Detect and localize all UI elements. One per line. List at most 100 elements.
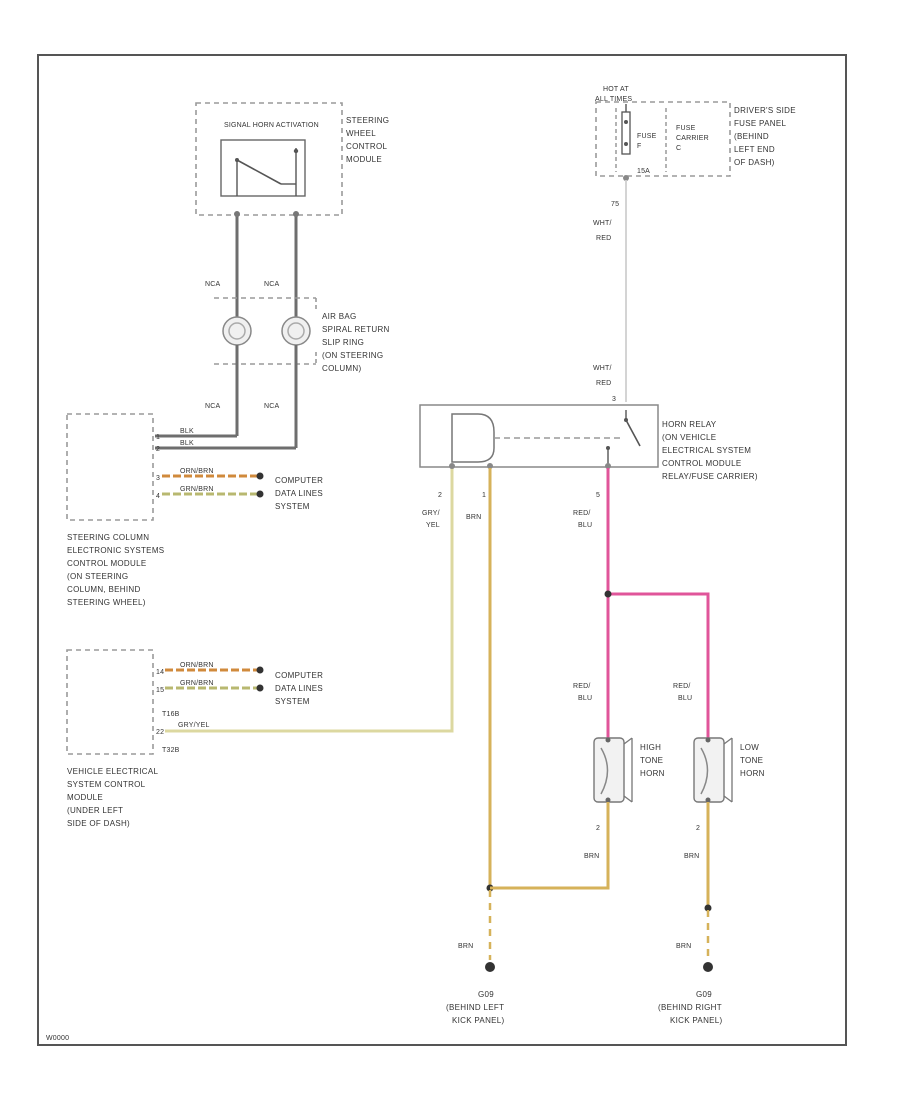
fuse-carrier-label: FUSE CARRIER C [676, 125, 709, 152]
svg-text:DATA LINES: DATA LINES [275, 489, 323, 498]
ground-right-id: G09 [696, 990, 712, 999]
svg-text:VEHICLE ELECTRICAL: VEHICLE ELECTRICAL [67, 767, 158, 776]
footer-code: W0000 [46, 1035, 69, 1042]
svg-text:HIGH: HIGH [640, 743, 661, 752]
svg-text:CONTROL: CONTROL [346, 142, 387, 151]
relay-contact [625, 419, 641, 447]
fuse-terminal: 75 [611, 201, 619, 208]
svg-text:RELAY/FUSE CARRIER): RELAY/FUSE CARRIER) [662, 472, 758, 481]
high-horn-desc: HIGH TONE HORN [640, 743, 664, 778]
steering-wheel-module-desc: STEERING WHEEL CONTROL MODULE [346, 116, 389, 164]
svg-text:(ON STEERING: (ON STEERING [322, 351, 383, 360]
high-tone-horn: HIGH TONE HORN [593, 737, 664, 803]
svg-text:AIR BAG: AIR BAG [322, 312, 357, 321]
svg-text:TONE: TONE [740, 756, 763, 765]
horn-relay-desc: HORN RELAY (ON VEHICLE ELECTRICAL SYSTEM… [662, 420, 758, 481]
svg-text:CONTROL MODULE: CONTROL MODULE [67, 559, 146, 568]
vesm-desc: VEHICLE ELECTRICAL SYSTEM CONTROL MODULE… [67, 767, 158, 828]
svg-text:WHT/: WHT/ [593, 220, 612, 227]
horn-ground-wires: 2 2 BRN BRN BRN BRN [458, 802, 712, 960]
fuse-rating: 15A [637, 168, 650, 175]
svg-text:KICK PANEL): KICK PANEL) [670, 1016, 723, 1025]
wire-label-red-blu-high: RED/ BLU [573, 683, 592, 702]
vesm-box [66, 649, 154, 755]
svg-text:MODULE: MODULE [67, 793, 103, 802]
svg-text:DATA LINES: DATA LINES [275, 684, 323, 693]
horn-switch-box [220, 139, 306, 197]
horn-switch: SIGNAL HORN ACTIVATION STEERING WHEEL CO… [195, 102, 389, 216]
svg-text:LOW: LOW [740, 743, 759, 752]
wire-red-blu: RED/ BLU RED/ BLU [573, 468, 710, 738]
steering-wheel-module-box [195, 102, 343, 216]
wire-label-brn-high: BRN [584, 853, 599, 860]
svg-text:FUSE: FUSE [676, 125, 696, 132]
high-horn-pin: 2 [596, 825, 600, 832]
wire-wht-red: WHT/ RED WHT/ RED 3 [593, 180, 627, 403]
svg-text:HOT AT: HOT AT [603, 86, 629, 93]
svg-text:YEL: YEL [426, 522, 440, 529]
vesm-pin-15: 15 [156, 687, 164, 694]
svg-text:C: C [676, 145, 681, 152]
svg-text:RED/: RED/ [573, 683, 591, 690]
relay-pin-2: 2 [438, 492, 442, 499]
svg-text:WHT/: WHT/ [593, 365, 612, 372]
svg-text:GRY/: GRY/ [422, 510, 440, 517]
svg-text:(UNDER LEFT: (UNDER LEFT [67, 806, 123, 815]
clock-spring-to-scm-wires: NCA NCA BLK BLK [155, 345, 298, 450]
svg-text:(BEHIND: (BEHIND [734, 132, 769, 141]
steering-column-module: 1 2 3 4 ORN/BRN GRN/BRN COMPUTER DATA LI… [66, 413, 323, 607]
svg-text:STEERING WHEEL): STEERING WHEEL) [67, 598, 146, 607]
svg-text:FUSE PANEL: FUSE PANEL [734, 119, 786, 128]
svg-text:RED/: RED/ [573, 510, 591, 517]
scm-data-lines-label: COMPUTER DATA LINES SYSTEM [275, 476, 323, 511]
wire-label-nca-1: NCA [205, 281, 221, 288]
svg-text:TONE: TONE [640, 756, 663, 765]
svg-text:ELECTRICAL SYSTEM: ELECTRICAL SYSTEM [662, 446, 751, 455]
fuse-panel-desc: DRIVER'S SIDE FUSE PANEL (BEHIND LEFT EN… [734, 106, 796, 167]
switch-wires: NCA NCA [205, 211, 299, 318]
wire-gry-yel [165, 466, 454, 733]
horn-switch-label: SIGNAL HORN ACTIVATION [224, 122, 319, 129]
svg-text:CARRIER: CARRIER [676, 135, 709, 142]
svg-text:COLUMN, BEHIND: COLUMN, BEHIND [67, 585, 141, 594]
svg-text:DRIVER'S SIDE: DRIVER'S SIDE [734, 106, 796, 115]
svg-text:MODULE: MODULE [346, 155, 382, 164]
low-horn-desc: LOW TONE HORN [740, 743, 764, 778]
svg-text:OF DASH): OF DASH) [734, 158, 775, 167]
fuse-sub: F [637, 143, 641, 150]
scm-pin-2: 2 [156, 446, 160, 453]
relay-pin-3: 3 [612, 396, 616, 403]
ground-right: G09 (BEHIND RIGHT KICK PANEL) [658, 962, 723, 1025]
relay-pin-1: 1 [482, 492, 486, 499]
scm-pin-1: 1 [156, 434, 160, 441]
svg-text:SLIP RING: SLIP RING [322, 338, 364, 347]
svg-text:STEERING: STEERING [346, 116, 389, 125]
scm-pin-4: 4 [156, 493, 160, 500]
svg-text:SYSTEM: SYSTEM [275, 697, 310, 706]
svg-text:COMPUTER: COMPUTER [275, 476, 323, 485]
wire-label-brn-low: BRN [684, 853, 699, 860]
clock-spring-coil-left [222, 316, 252, 346]
clock-spring-desc: AIR BAG SPIRAL RETURN SLIP RING (ON STEE… [322, 312, 390, 373]
svg-text:WHEEL: WHEEL [346, 129, 376, 138]
wire-brn-relay [486, 468, 494, 892]
svg-text:BLU: BLU [578, 522, 592, 529]
svg-text:SPIRAL RETURN: SPIRAL RETURN [322, 325, 390, 334]
svg-text:(BEHIND RIGHT: (BEHIND RIGHT [658, 1003, 722, 1012]
wire-label-gry-yel: GRY/ YEL [422, 510, 440, 529]
svg-text:COMPUTER: COMPUTER [275, 671, 323, 680]
svg-text:(ON STEERING: (ON STEERING [67, 572, 128, 581]
fuse-panel-box [595, 101, 731, 177]
ground-left-id: G09 [478, 990, 494, 999]
svg-text:STEERING COLUMN: STEERING COLUMN [67, 533, 149, 542]
horn-relay: HORN RELAY (ON VEHICLE ELECTRICAL SYSTEM… [419, 404, 758, 529]
wire-label-brn-ground-right: BRN [676, 943, 691, 950]
wire-label-blk-1: BLK [180, 428, 194, 435]
svg-text:SIDE OF DASH): SIDE OF DASH) [67, 819, 130, 828]
vehicle-electrical-module: 14 15 T16B 22 T32B ORN/BRN GRN/BRN COMPU… [66, 649, 323, 828]
wire-label-nca-2: NCA [264, 281, 280, 288]
fuse-label: FUSE [637, 133, 657, 140]
svg-text:BLU: BLU [678, 695, 692, 702]
wire-label-brn-relay: BRN [466, 514, 481, 521]
